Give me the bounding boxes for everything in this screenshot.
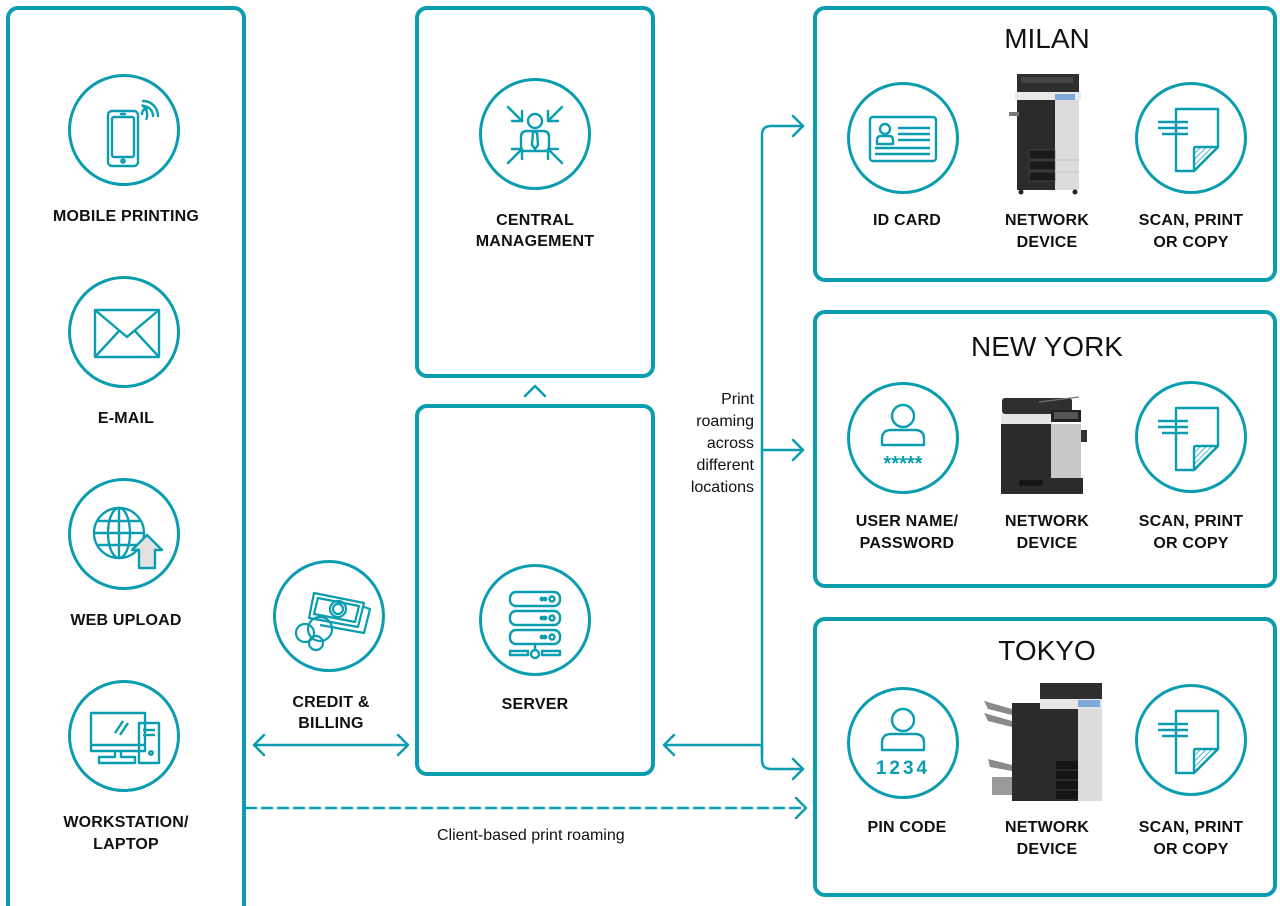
auth-label-line1: ID CARD — [872, 212, 942, 229]
action-circle — [1135, 381, 1247, 493]
central-manager-icon — [506, 105, 564, 165]
auth-circle: 1234 — [847, 687, 959, 799]
action-label-line2: OR COPY — [1153, 841, 1229, 858]
print-roaming-note: Print roaming across different locations — [660, 389, 754, 499]
auth-circle — [847, 82, 959, 194]
location-panel-new-york[interactable]: NEW YORK ***** USER NAME/ PASSWORD NETWO… — [813, 310, 1277, 588]
action-label-line1: SCAN, PRINT — [1138, 513, 1244, 530]
action-label-line2: OR COPY — [1153, 234, 1229, 251]
sources-server-arrow — [252, 733, 410, 757]
workstation-circle — [68, 680, 180, 792]
device-label-line2: DEVICE — [1016, 841, 1078, 858]
note-line: roaming — [696, 413, 754, 430]
action-circle — [1135, 684, 1247, 796]
source-label: MOBILE PRINTING — [52, 208, 200, 225]
server-label: SERVER — [501, 696, 569, 713]
city-title: MILAN — [1004, 23, 1090, 54]
user-password-icon: ***** — [880, 403, 926, 475]
auth-circle: ***** — [847, 382, 959, 494]
document-scan-icon — [1158, 406, 1220, 472]
central-label-line2: MANAGEMENT — [475, 233, 595, 250]
server-panel[interactable]: SERVER — [415, 404, 655, 776]
network-device-printer-image — [984, 683, 1102, 801]
central-management-panel[interactable]: CENTRAL MANAGEMENT — [415, 6, 655, 378]
city-title: NEW YORK — [971, 331, 1123, 362]
location-panel-tokyo[interactable]: TOKYO 1234 PIN CODE NETWORK DEVICE — [813, 617, 1277, 897]
server-to-central-chevron — [523, 384, 547, 398]
action-label-line1: SCAN, PRINT — [1138, 212, 1244, 229]
device-label-line1: NETWORK — [1004, 819, 1090, 836]
credit-label-line1: CREDIT & — [292, 694, 370, 711]
email-circle — [68, 276, 180, 388]
document-scan-icon — [1158, 107, 1220, 173]
central-circle — [479, 78, 591, 190]
action-label-line1: SCAN, PRINT — [1138, 819, 1244, 836]
id-card-icon — [868, 115, 938, 163]
money-coins-icon — [294, 591, 372, 652]
auth-label-line1: USER NAME/ — [855, 513, 959, 530]
note-line: across — [706, 435, 754, 452]
globe-upload-icon — [92, 506, 164, 570]
note-line: locations — [690, 479, 754, 496]
network-device-printer-image — [1001, 396, 1087, 494]
network-device-printer-image — [1009, 74, 1081, 195]
client-roaming-dashed-arrow — [244, 796, 808, 820]
device-label-line2: DEVICE — [1016, 535, 1078, 552]
auth-label-line2: PASSWORD — [859, 535, 955, 552]
pin-digits: 1234 — [876, 758, 930, 779]
web-upload-circle — [68, 478, 180, 590]
device-label-line1: NETWORK — [1004, 513, 1090, 530]
client-roaming-note: Client-based print roaming — [437, 827, 625, 844]
central-label-line1: CENTRAL — [496, 212, 574, 229]
device-label-line1: NETWORK — [1004, 212, 1090, 229]
smartphone-wireless-icon — [106, 99, 160, 168]
device-label-line2: DEVICE — [1016, 234, 1078, 251]
auth-label-line1: PIN CODE — [867, 819, 947, 836]
credit-circle — [273, 560, 385, 672]
location-panel-milan[interactable]: MILAN ID CARD NETWORK DEVICE — [813, 6, 1277, 282]
city-title: TOKYO — [998, 635, 1096, 666]
source-label: E-MAIL — [97, 410, 155, 427]
source-label: WEB UPLOAD — [70, 612, 182, 629]
action-label-line2: OR COPY — [1153, 535, 1229, 552]
source-label-line: WORKSTATION/ LAPTOP — [63, 814, 189, 853]
desktop-computer-icon — [89, 711, 161, 765]
user-pin-icon: 1234 — [876, 707, 930, 779]
credit-label-line2: BILLING — [298, 715, 364, 732]
mobile-circle — [68, 74, 180, 186]
action-circle — [1135, 82, 1247, 194]
note-line: Print — [721, 391, 754, 408]
source-label: WORKSTATION/ LAPTOP — [6, 812, 246, 856]
document-scan-icon — [1158, 709, 1220, 775]
server-circle — [479, 564, 591, 676]
envelope-icon — [93, 308, 161, 359]
password-mask: ***** — [884, 453, 923, 475]
note-line: different — [696, 457, 754, 474]
server-stack-icon — [508, 590, 562, 660]
